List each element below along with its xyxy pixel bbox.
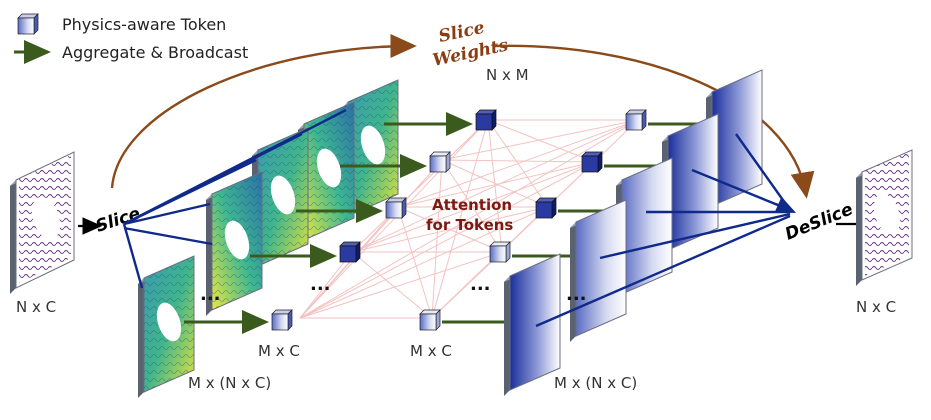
token-icon bbox=[535, 197, 557, 219]
weights-shape-label: N x M bbox=[486, 66, 529, 84]
output-field bbox=[856, 149, 913, 286]
token-icon bbox=[385, 197, 407, 219]
token-shape-left-label: M x C bbox=[258, 342, 300, 360]
deslice-arrowheads bbox=[774, 196, 797, 214]
left-stack-ellipsis: ... bbox=[200, 284, 221, 305]
token-icon bbox=[489, 241, 511, 263]
legend-arrow-label: Aggregate & Broadcast bbox=[62, 43, 248, 62]
stack-shape-left-label: M x (N x C) bbox=[188, 374, 271, 392]
token-icon bbox=[271, 309, 293, 331]
attention-label-1: Attention bbox=[432, 196, 512, 214]
token-icon bbox=[419, 309, 441, 331]
token-icon bbox=[581, 151, 603, 173]
attention-lines bbox=[299, 119, 639, 319]
attention-label-2: for Tokens bbox=[426, 216, 513, 234]
right-stack-ellipsis: ... bbox=[566, 284, 587, 305]
mid-ellipsis-left: ... bbox=[310, 274, 331, 295]
output-shape-label: N x C bbox=[856, 298, 896, 316]
deslice-label: DeSlice bbox=[782, 199, 855, 244]
aggregate-arrows bbox=[184, 112, 473, 334]
mid-ellipsis-right: ... bbox=[470, 274, 491, 295]
legend: Physics-aware Token Aggregate & Broadcas… bbox=[14, 13, 248, 64]
slice-fan-lines bbox=[122, 108, 347, 289]
token-icon bbox=[339, 241, 361, 263]
stack-shape-right-label: M x (N x C) bbox=[554, 374, 637, 392]
left-slice-stack: ... bbox=[138, 79, 399, 398]
input-shape-label: N x C bbox=[16, 298, 56, 316]
deslice-weights-curve bbox=[493, 44, 815, 199]
deslice-fan-lines bbox=[535, 133, 791, 328]
token-icon bbox=[625, 109, 647, 131]
token-shape-right-label: M x C bbox=[410, 342, 452, 360]
token-icon bbox=[475, 109, 497, 131]
token-icon bbox=[429, 151, 451, 173]
slice-weights-curve bbox=[110, 34, 417, 189]
token-legend-icon bbox=[17, 13, 39, 35]
legend-token-label: Physics-aware Token bbox=[62, 15, 226, 34]
input-field bbox=[10, 151, 75, 294]
right-slice-stack: ... bbox=[504, 69, 763, 396]
